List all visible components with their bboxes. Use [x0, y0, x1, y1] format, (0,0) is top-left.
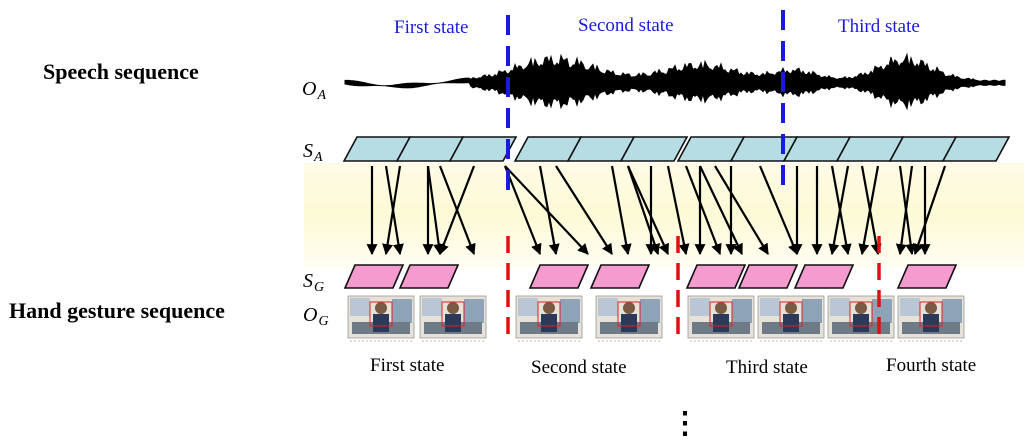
alignment-arrow — [626, 165, 661, 256]
gesture-boundaries — [506, 236, 881, 340]
gesture-video-frames — [347, 295, 965, 342]
alignment-arrow — [626, 165, 670, 256]
alignment-arrow — [538, 165, 560, 256]
alignment-arrow — [610, 165, 632, 256]
sa-symbol: SA — [303, 140, 323, 165]
alignment-arrow — [699, 165, 743, 255]
sg-state-box — [343, 264, 405, 289]
sg-state-box — [589, 264, 651, 289]
gesture-frame — [515, 295, 583, 342]
oa-symbol: OA — [302, 78, 327, 103]
alignment-arrow — [503, 165, 542, 256]
speech-waveform — [344, 52, 1006, 111]
alignment-arrow — [438, 165, 476, 256]
sg-state-box — [896, 264, 958, 289]
alignment-arrows — [366, 165, 947, 256]
sg-state-box — [528, 264, 590, 289]
alignment-arrow — [382, 165, 402, 256]
alignment-arrow — [426, 165, 445, 256]
alignment-arrow — [895, 165, 914, 256]
gesture-state-2-label: Second state — [531, 357, 627, 378]
speech-state-3-label: Third state — [838, 16, 920, 37]
alignment-arrow — [714, 165, 769, 255]
speech-state-boxes — [342, 136, 1011, 162]
sg-state-box — [398, 264, 460, 289]
alignment-arrow — [828, 165, 850, 256]
sg-state-box — [793, 264, 855, 289]
gesture-state-boxes — [343, 264, 958, 289]
gesture-frame — [687, 295, 755, 342]
continuation-ellipsis: ⋮ — [670, 407, 700, 440]
gesture-frame — [595, 295, 663, 342]
sa-state-box — [941, 136, 1011, 162]
gesture-frame — [827, 295, 895, 342]
alignment-arrow — [858, 165, 880, 256]
alignment-arrow — [758, 165, 799, 256]
sg-symbol: SG — [303, 270, 325, 295]
gesture-frame — [897, 295, 965, 342]
alignment-arrow — [555, 165, 613, 255]
alignment-arrow — [684, 165, 722, 256]
sa-state-box — [619, 136, 689, 162]
og-symbol: OG — [303, 304, 329, 329]
alignment-arrow — [666, 165, 690, 256]
gesture-state-4-label: Fourth state — [886, 355, 977, 376]
gesture-state-1-label: First state — [370, 355, 445, 376]
sg-state-box — [737, 264, 799, 289]
hand-gesture-sequence-label: Hand gesture sequence — [9, 298, 225, 323]
alignment-arrow — [912, 165, 947, 256]
sg-state-box — [685, 264, 747, 289]
gesture-frame — [757, 295, 825, 342]
gesture-frame — [419, 295, 487, 342]
sa-state-box — [448, 136, 518, 162]
speech-state-2-label: Second state — [578, 15, 674, 36]
gesture-state-3-label: Third state — [726, 357, 808, 378]
gesture-frame — [347, 295, 415, 342]
alignment-arrow — [504, 165, 589, 255]
speech-state-1-label: First state — [394, 17, 469, 38]
speech-sequence-label: Speech sequence — [43, 59, 199, 84]
